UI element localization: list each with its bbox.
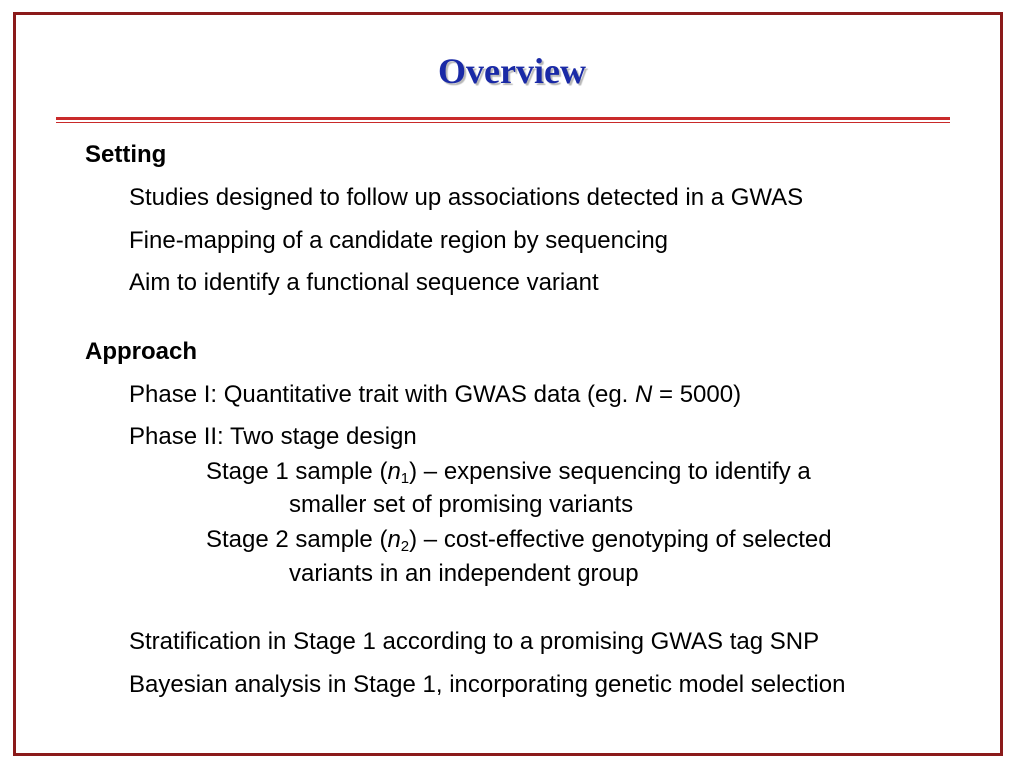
bayesian-item: Bayesian analysis in Stage 1, incorporat… (129, 671, 846, 698)
slide-title: Overview (438, 51, 586, 91)
phase1-text-after: = 5000) (652, 381, 742, 408)
stage1-text-before: Stage 1 sample ( (206, 458, 388, 485)
stage2-subscript: 2 (400, 538, 410, 555)
phase2-item: Phase II: Two stage design (129, 423, 417, 450)
stage1-continuation: smaller set of promising variants (289, 491, 634, 518)
stage2-item: Stage 2 sample (n2) – cost-effective gen… (206, 526, 832, 554)
stage1-variable: n (387, 458, 401, 485)
setting-item-3: Aim to identify a functional sequence va… (129, 269, 599, 296)
stage1-subscript: 1 (400, 470, 410, 487)
title-divider-thick (56, 117, 950, 120)
setting-heading: Setting (85, 141, 167, 168)
phase1-variable: N (635, 381, 653, 408)
stage2-text-before: Stage 2 sample ( (206, 526, 388, 553)
setting-item-2: Fine-mapping of a candidate region by se… (129, 227, 669, 254)
phase1-text-before: Phase I: Quantitative trait with GWAS da… (129, 381, 636, 408)
phase1-item: Phase I: Quantitative trait with GWAS da… (129, 381, 741, 409)
stratification-item: Stratification in Stage 1 according to a… (129, 628, 820, 655)
approach-heading: Approach (85, 338, 198, 365)
stage2-continuation: variants in an independent group (289, 560, 639, 587)
title-divider-thin (56, 122, 950, 123)
stage1-text-after: ) – expensive sequencing to identify a (409, 458, 811, 485)
setting-item-1: Studies designed to follow up associatio… (129, 184, 804, 211)
stage1-item: Stage 1 sample (n1) – expensive sequenci… (206, 458, 811, 486)
stage2-variable: n (387, 526, 401, 553)
stage2-text-after: ) – cost-effective genotyping of selecte… (409, 526, 832, 553)
slide-frame (13, 12, 1003, 756)
